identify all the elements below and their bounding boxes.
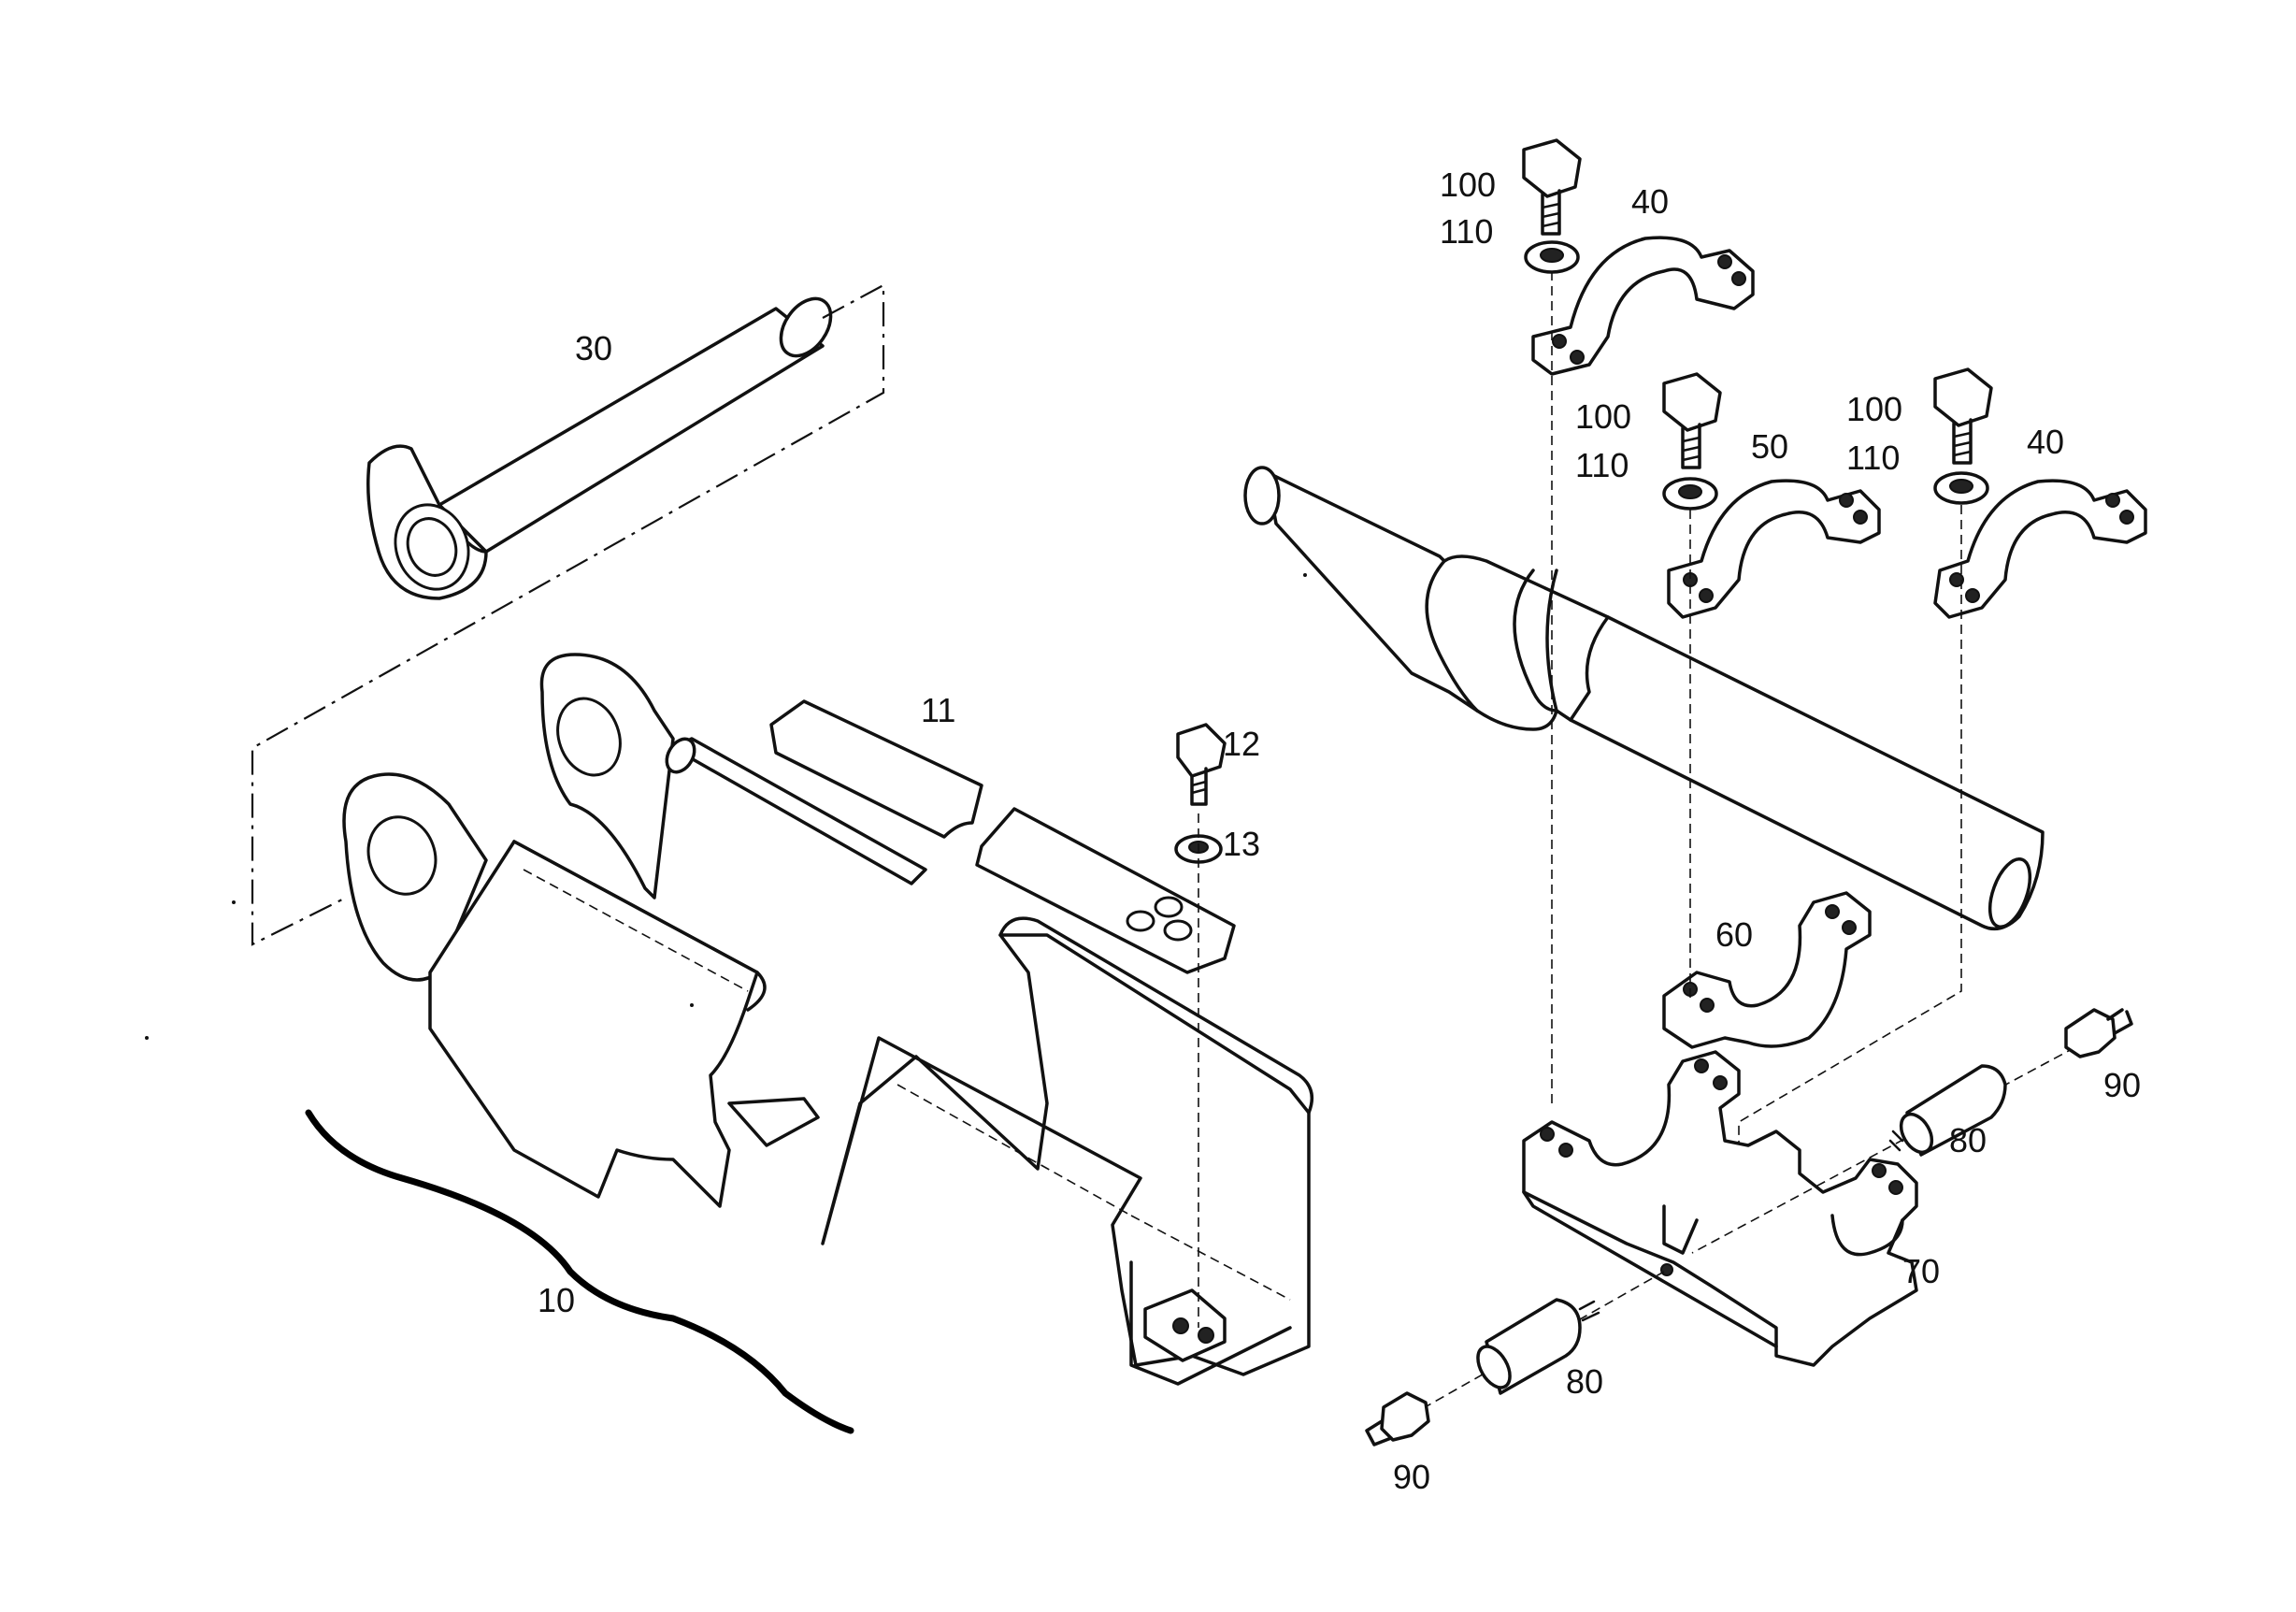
part-70-base-block bbox=[1522, 1050, 1918, 1367]
callout-100-b: 100 bbox=[1575, 397, 1631, 436]
shaft bbox=[1243, 466, 2045, 931]
part-11-lower-plate bbox=[975, 807, 1236, 974]
callout-60: 60 bbox=[1715, 915, 1753, 954]
callout-11: 11 bbox=[921, 691, 955, 729]
callout-90-right: 90 bbox=[2103, 1066, 2141, 1104]
callout-70: 70 bbox=[1902, 1252, 1940, 1290]
part-30-pin bbox=[366, 296, 833, 600]
callout-80-right: 80 bbox=[1949, 1121, 1987, 1159]
part-10-arm-bracket bbox=[305, 653, 1314, 1434]
part-11-plate bbox=[769, 699, 983, 839]
callout-110-a: 110 bbox=[1440, 212, 1493, 251]
part-40-clamp-top bbox=[1531, 236, 1755, 376]
callout-40-top: 40 bbox=[1631, 182, 1669, 221]
callout-110-c: 110 bbox=[1846, 439, 1900, 477]
callout-100-a: 100 bbox=[1440, 166, 1496, 204]
part-90-nipple-right bbox=[2064, 1008, 2133, 1058]
centerline-grease-right bbox=[1691, 1046, 2076, 1254]
centerline-clamp-c bbox=[1738, 505, 1962, 1150]
part-110-washer-b bbox=[1662, 477, 1718, 511]
scan-dot bbox=[232, 900, 236, 904]
part-80-sleeve-right bbox=[1888, 1064, 2007, 1157]
part-100-bolt-c bbox=[1933, 367, 1993, 465]
part-90-nipple-left bbox=[1365, 1391, 1430, 1446]
callout-90-left: 90 bbox=[1393, 1458, 1430, 1496]
scan-dot bbox=[1303, 573, 1307, 577]
part-60-clamp-lower bbox=[1662, 891, 1872, 1049]
callout-12: 12 bbox=[1223, 725, 1260, 763]
callout-100-c: 100 bbox=[1846, 390, 1902, 428]
part-100-bolt-b bbox=[1662, 372, 1722, 469]
callout-50: 50 bbox=[1751, 427, 1788, 466]
part-110-washer-c bbox=[1933, 471, 1989, 505]
centerline-grease-left bbox=[1383, 1271, 1665, 1432]
centerline-pin bbox=[251, 283, 885, 946]
part-12-screw bbox=[1176, 723, 1227, 806]
part-50-clamp bbox=[1667, 479, 1881, 619]
callout-40-right: 40 bbox=[2027, 423, 2064, 461]
callout-80-left: 80 bbox=[1566, 1362, 1603, 1401]
callout-30: 30 bbox=[575, 329, 612, 367]
scan-dot bbox=[145, 1036, 149, 1040]
scan-dot bbox=[690, 1003, 694, 1007]
callout-110-b: 110 bbox=[1575, 446, 1629, 484]
part-40-clamp-right bbox=[1933, 479, 2147, 619]
part-100-bolt-a bbox=[1522, 138, 1582, 236]
part-80-sleeve-left bbox=[1476, 1298, 1600, 1395]
callout-13: 13 bbox=[1223, 825, 1260, 863]
callout-10: 10 bbox=[538, 1281, 575, 1319]
part-110-washer-a bbox=[1524, 240, 1580, 274]
